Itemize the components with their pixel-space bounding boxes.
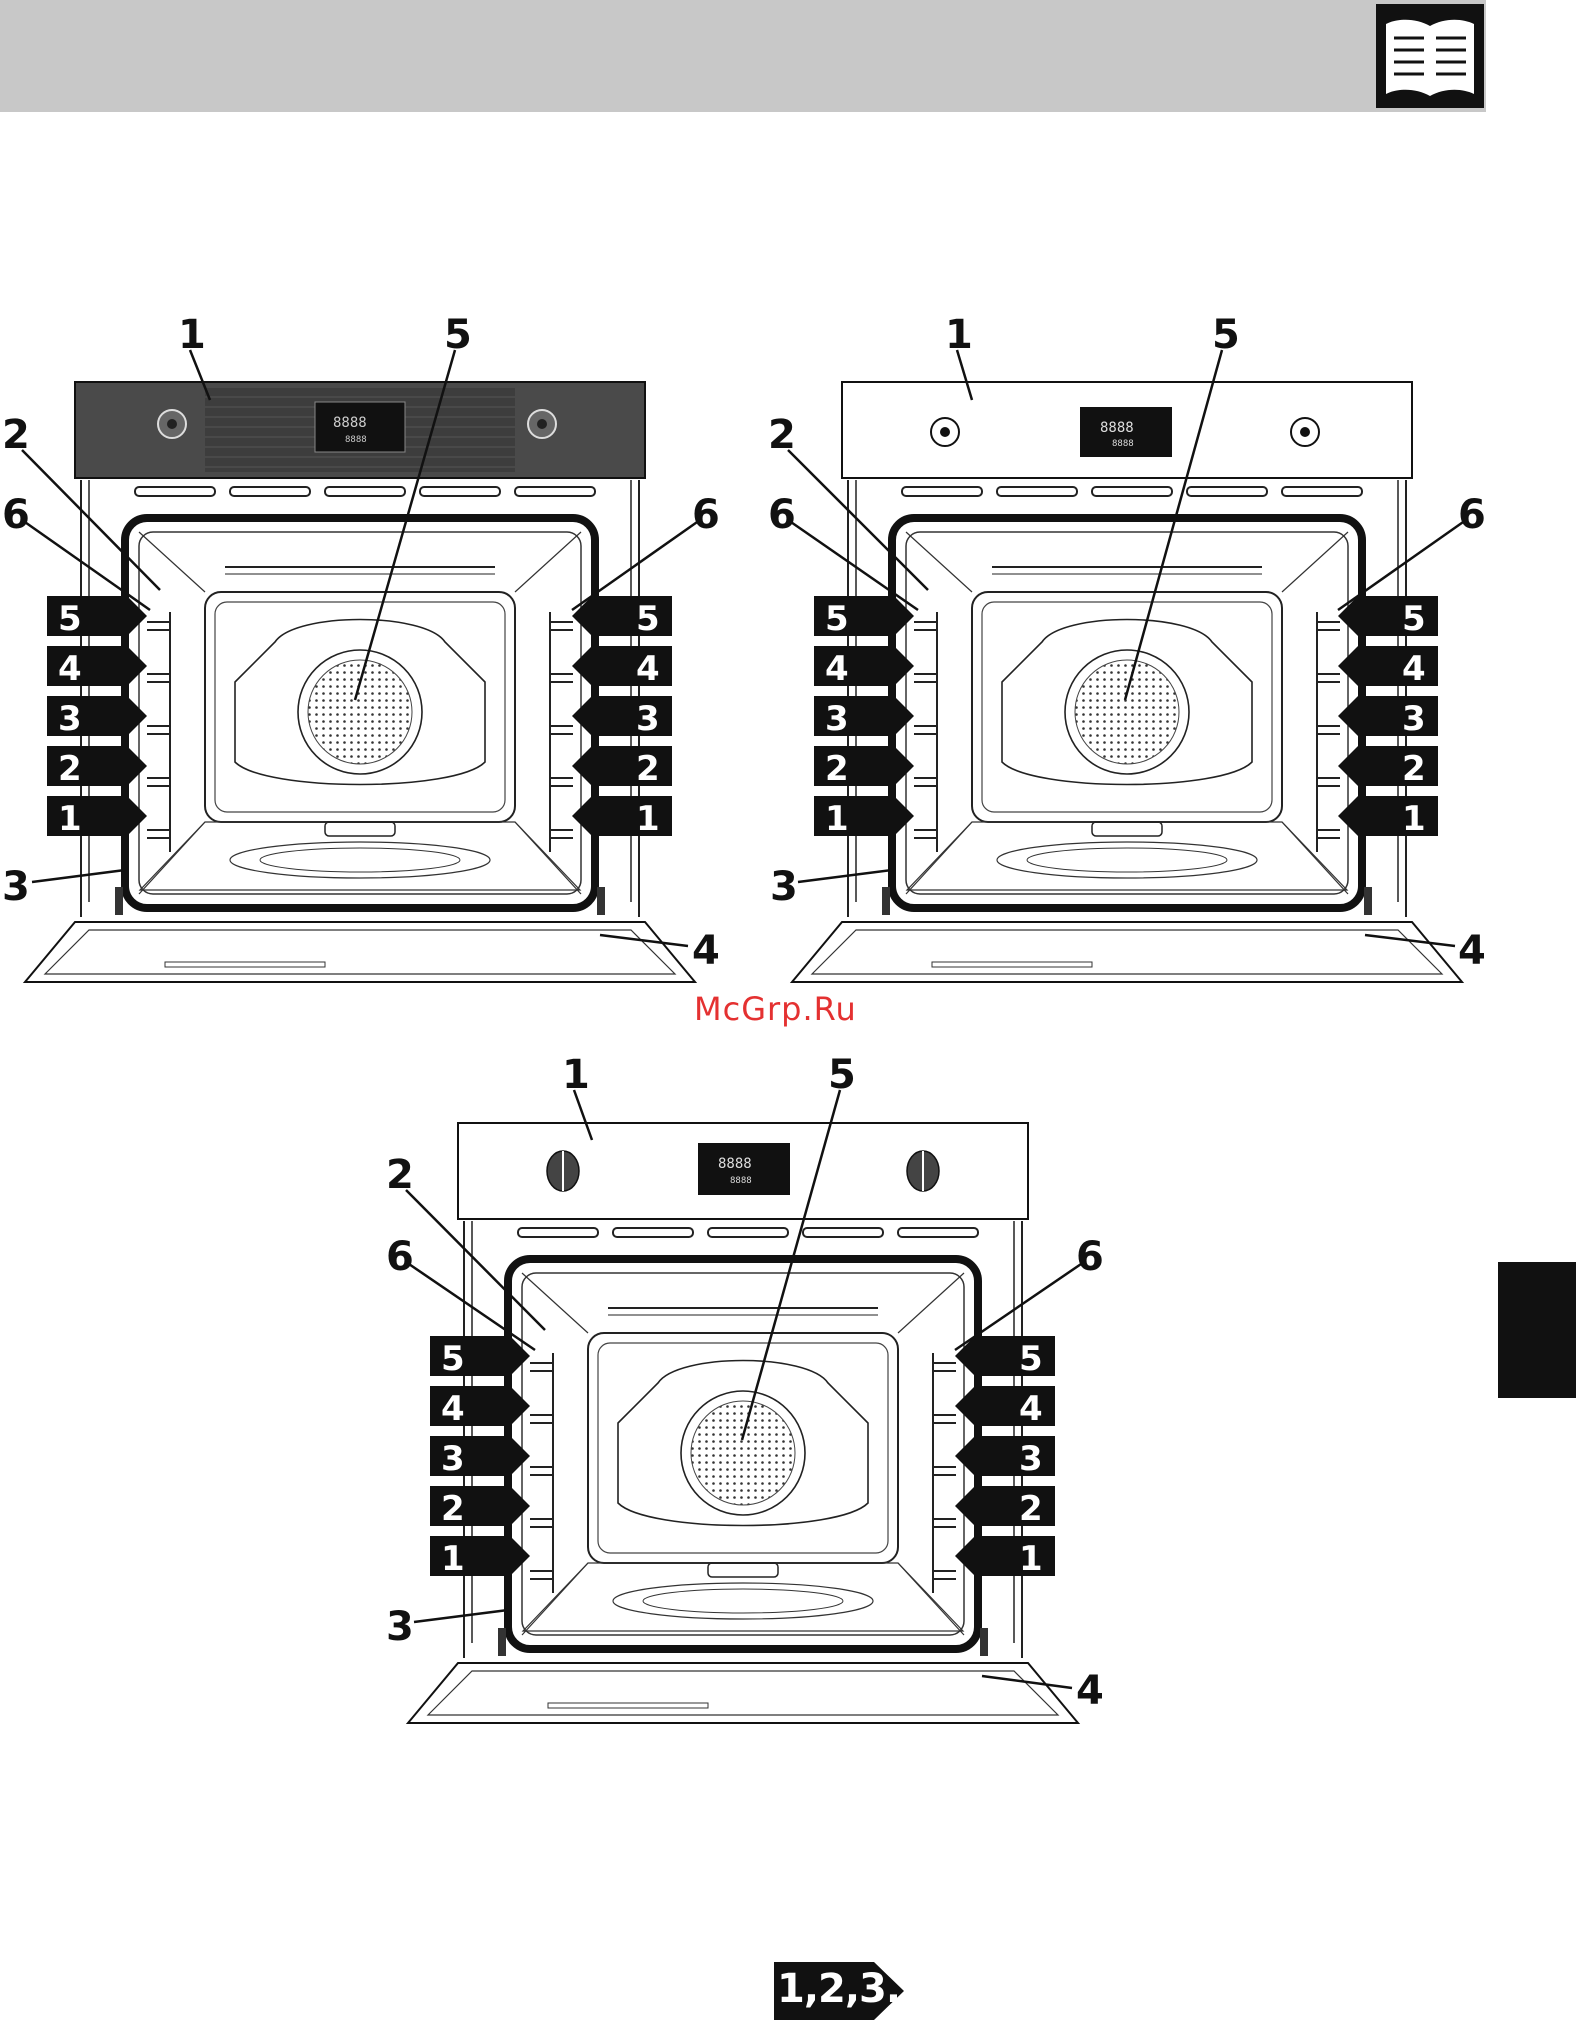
footer-badge: 1,2,3... <box>777 1966 928 2012</box>
shelf-level-5: 5 <box>58 599 82 639</box>
callout-2: 2 <box>768 412 796 458</box>
callout-5: 5 <box>444 312 472 358</box>
shelf-level-5: 5 <box>1019 1339 1043 1379</box>
shelf-level-2: 2 <box>1402 749 1426 789</box>
callout-4: 4 <box>1076 1668 1104 1714</box>
callout-3: 3 <box>2 864 30 910</box>
shelf-level-2: 2 <box>441 1489 465 1529</box>
callout-3: 3 <box>770 864 798 910</box>
callout-6: 6 <box>2 492 30 538</box>
shelf-level-1: 1 <box>1402 799 1426 839</box>
shelf-level-1: 1 <box>1019 1539 1043 1579</box>
section-tab <box>1498 1262 1576 1398</box>
shelf-level-4: 4 <box>636 649 660 689</box>
shelf-level-2: 2 <box>58 749 82 789</box>
callout-1: 1 <box>178 312 206 358</box>
callout-6: 6 <box>1076 1234 1104 1280</box>
callout-4: 4 <box>692 928 720 974</box>
shelf-level-5: 5 <box>441 1339 465 1379</box>
display-bottom-2: 8888 <box>1112 439 1134 449</box>
display-bottom-3: 8888 <box>730 1176 752 1186</box>
callout-1: 1 <box>562 1052 590 1098</box>
shelf-level-5: 5 <box>636 599 660 639</box>
shelf-level-1: 1 <box>636 799 660 839</box>
callout-6: 6 <box>692 492 720 538</box>
shelf-level-3: 3 <box>58 699 82 739</box>
display-top-1: 8888 <box>333 415 367 431</box>
callout-6: 6 <box>386 1234 414 1280</box>
callout-2: 2 <box>2 412 30 458</box>
shelf-level-3: 3 <box>1019 1439 1043 1479</box>
shelf-level-3: 3 <box>1402 699 1426 739</box>
shelf-level-3: 3 <box>441 1439 465 1479</box>
shelf-level-3: 3 <box>636 699 660 739</box>
callout-2: 2 <box>386 1152 414 1198</box>
shelf-level-5: 5 <box>1402 599 1426 639</box>
display-top-3: 8888 <box>718 1156 752 1172</box>
shelf-level-1: 1 <box>441 1539 465 1579</box>
shelf-level-4: 4 <box>441 1389 465 1429</box>
display-top-2: 8888 <box>1100 420 1134 436</box>
watermark: McGrp.Ru <box>694 990 857 1028</box>
shelf-level-5: 5 <box>825 599 849 639</box>
shelf-level-1: 1 <box>58 799 82 839</box>
callout-5: 5 <box>828 1052 856 1098</box>
display-bottom-1: 8888 <box>345 435 367 445</box>
shelf-level-4: 4 <box>1019 1389 1043 1429</box>
shelf-level-1: 1 <box>825 799 849 839</box>
callout-3: 3 <box>386 1604 414 1650</box>
callout-6: 6 <box>768 492 796 538</box>
callout-6: 6 <box>1458 492 1486 538</box>
shelf-level-4: 4 <box>58 649 82 689</box>
callout-1: 1 <box>945 312 973 358</box>
shelf-level-2: 2 <box>636 749 660 789</box>
shelf-level-2: 2 <box>825 749 849 789</box>
shelf-level-2: 2 <box>1019 1489 1043 1529</box>
callout-5: 5 <box>1212 312 1240 358</box>
shelf-level-3: 3 <box>825 699 849 739</box>
shelf-level-4: 4 <box>825 649 849 689</box>
shelf-level-4: 4 <box>1402 649 1426 689</box>
callout-4: 4 <box>1458 928 1486 974</box>
